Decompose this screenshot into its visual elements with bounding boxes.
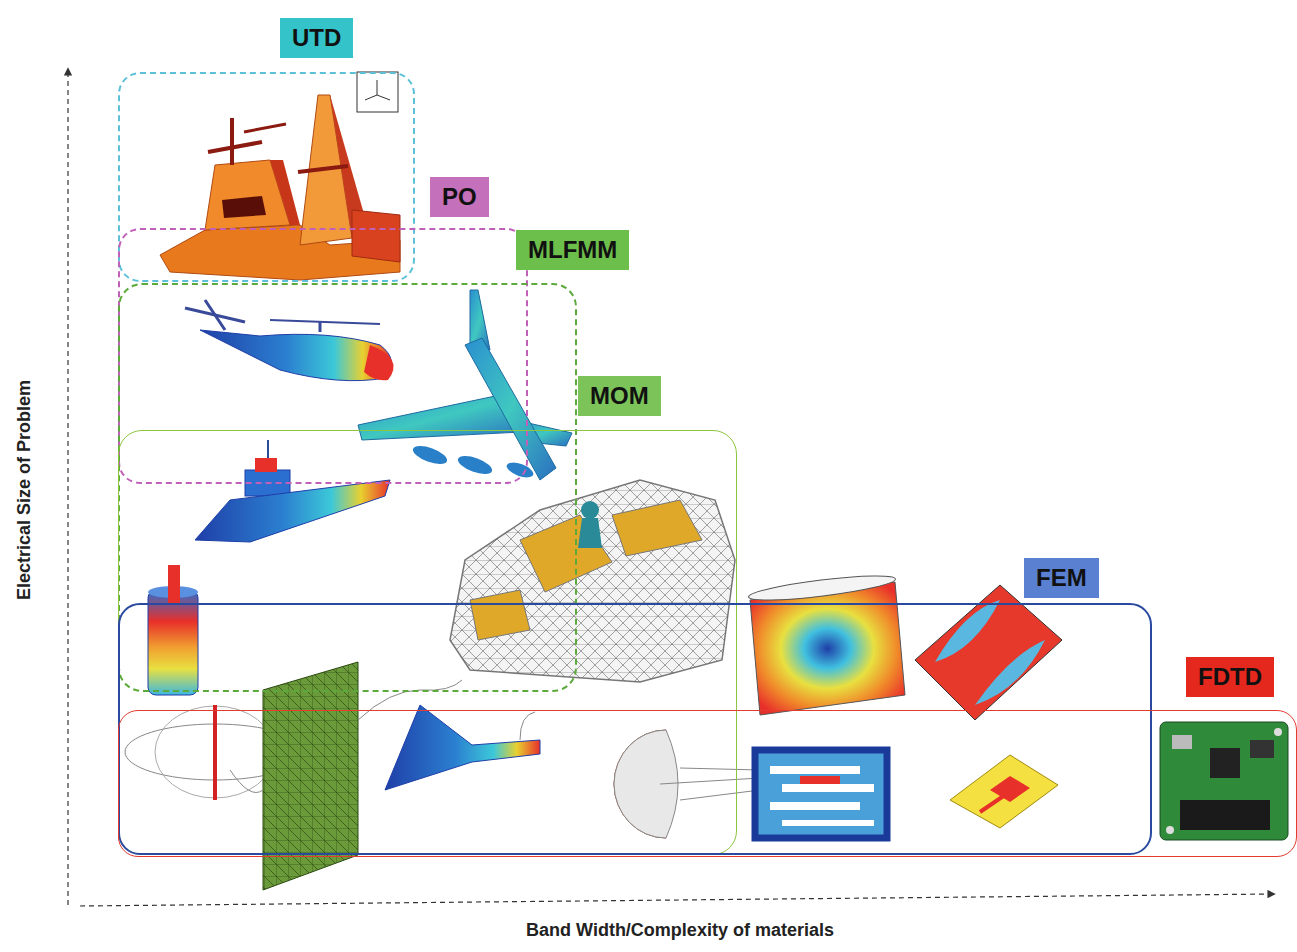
car-model-part <box>450 480 735 682</box>
mom-region: MOM <box>118 430 737 855</box>
car-model-part <box>612 500 702 556</box>
cylinder-antenna <box>148 565 198 695</box>
helicopter-part <box>319 322 322 332</box>
ship-superstructure-part <box>208 142 262 152</box>
car-model-part <box>470 590 530 640</box>
ship-superstructure-part <box>365 95 377 100</box>
microstrip-filter-part <box>800 776 840 784</box>
microstrip-filter-part <box>782 784 874 792</box>
dipole-antenna-part <box>213 705 217 800</box>
car-model <box>450 480 735 682</box>
car-model-part <box>581 501 599 519</box>
meshed-plate-part <box>230 770 263 793</box>
method-label: MLFMM <box>516 230 629 270</box>
meshed-plate-part <box>358 680 462 720</box>
method-label: FDTD <box>1186 657 1274 697</box>
circuit-board-part <box>1180 800 1270 830</box>
method-label: FEM <box>1024 558 1099 598</box>
microstrip-filter-part <box>770 766 860 774</box>
ship-superstructure-part <box>244 124 286 132</box>
microstrip-filter-part <box>782 820 874 826</box>
ship-superstructure-part <box>357 72 398 112</box>
reflector-dish-part <box>614 730 678 838</box>
helicopter-part <box>200 330 391 381</box>
fighter-jet-part <box>465 338 556 480</box>
patch-antenna-part <box>980 795 1005 812</box>
microstrip-filter <box>755 750 887 838</box>
car-model-part <box>578 518 602 548</box>
reflector-dish-part <box>680 768 760 770</box>
axes <box>68 68 1275 906</box>
po-region: PO <box>118 228 528 484</box>
circuit-board-part <box>1274 728 1282 736</box>
reflector-dish-part <box>680 790 760 800</box>
fighter-jet-part <box>411 442 450 467</box>
horn-antenna-part <box>520 712 535 740</box>
x-axis-label: Band Width/Complexity of materials <box>526 920 834 941</box>
helicopter-part <box>364 345 394 380</box>
cylinder-antenna-part <box>148 590 198 695</box>
fighter-jet-part <box>505 460 535 481</box>
y-axis-label: Electrical Size of Problem <box>14 380 35 600</box>
car-model-part <box>450 480 735 682</box>
circuit-board-part <box>1160 722 1288 840</box>
waveguide-part <box>975 640 1045 705</box>
method-label: MOM <box>578 376 661 416</box>
cylinder-antenna-part <box>168 565 180 605</box>
ship-superstructure-part <box>377 95 390 100</box>
ship-superstructure-part <box>298 166 348 172</box>
utd-region: UTD <box>118 72 415 282</box>
ship <box>195 440 390 542</box>
helicopter-part <box>270 320 380 324</box>
method-label: UTD <box>280 18 353 58</box>
meshed-plate-part <box>263 662 358 890</box>
ship-superstructure-part <box>270 160 300 225</box>
mlfmm-region: MLFMM <box>118 283 577 692</box>
circuit-board-part <box>1250 740 1274 758</box>
patch-antenna <box>950 755 1058 828</box>
waveguide <box>915 585 1062 720</box>
ship-superstructure-part <box>230 118 234 165</box>
cavity-resonator-part <box>748 571 897 605</box>
patch-antenna-part <box>950 755 1058 828</box>
circuit-board-part <box>1172 735 1192 749</box>
fem-region: FEM <box>118 603 1152 855</box>
ship-part <box>195 480 390 542</box>
circuit-board-part <box>1210 748 1240 778</box>
waveguide-part <box>915 585 1062 720</box>
horn-antenna <box>385 705 540 790</box>
circuit-board-part <box>1166 826 1174 834</box>
reflector-dish <box>614 730 760 838</box>
ship-superstructure-part <box>377 80 378 95</box>
fighter-jet-part <box>456 452 495 477</box>
fdtd-region: FDTD <box>118 710 1297 857</box>
microstrip-filter-part <box>770 802 860 810</box>
axes-part <box>80 894 1275 906</box>
axes-part <box>67 68 68 905</box>
helicopter <box>185 300 394 381</box>
method-label: PO <box>430 177 489 217</box>
ship-superstructure <box>160 72 400 280</box>
ship-superstructure-part <box>222 196 266 218</box>
horn-antenna-part <box>385 705 540 790</box>
microstrip-filter-part <box>755 750 887 838</box>
helicopter-part <box>205 300 225 330</box>
circuit-board <box>1160 722 1288 840</box>
waveguide-part <box>935 600 1000 662</box>
ship-part <box>255 458 277 472</box>
cavity-resonator <box>748 571 905 715</box>
cavity-resonator-part <box>750 582 905 715</box>
patch-antenna-part <box>990 776 1030 802</box>
meshed-plate-part <box>263 662 358 890</box>
ship-superstructure-part <box>352 210 400 262</box>
car-model-part <box>520 515 612 592</box>
fighter-jet <box>358 290 572 480</box>
reflector-dish-part <box>660 778 760 784</box>
